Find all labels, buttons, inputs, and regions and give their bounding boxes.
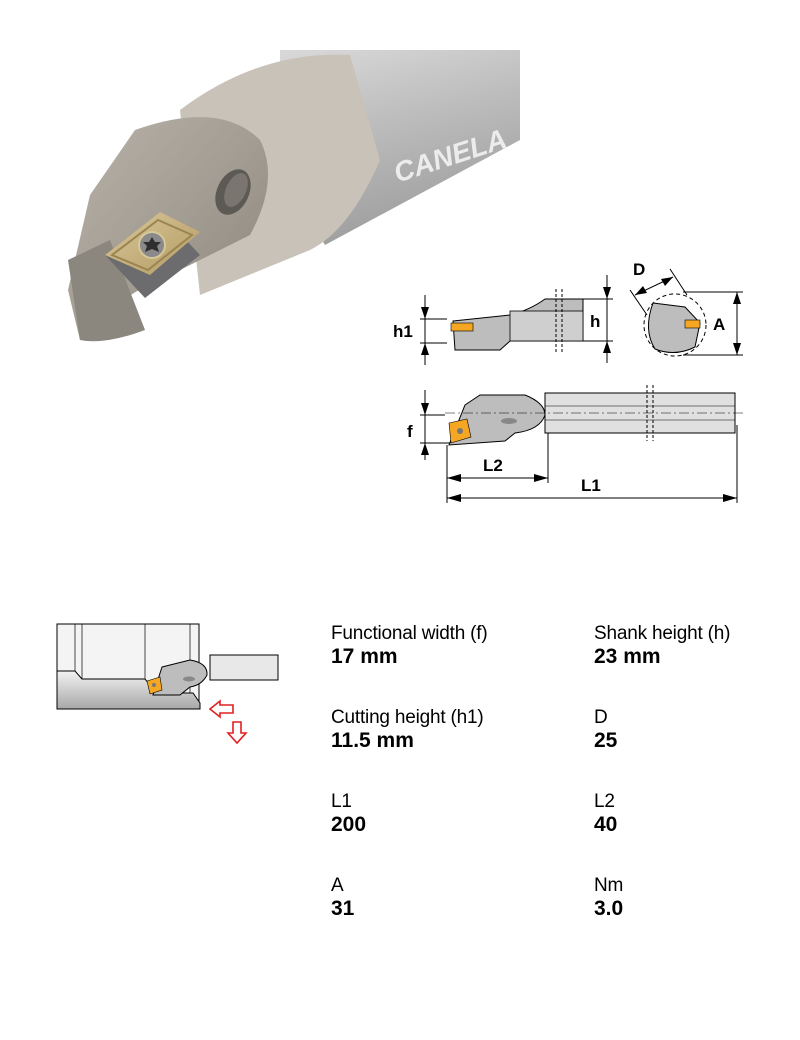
spec-label: Nm xyxy=(594,875,624,896)
spec-cutting-height: Cutting height (h1) 11.5 mm xyxy=(331,707,484,753)
label-l2: L2 xyxy=(483,456,503,475)
spec-value: 11.5 mm xyxy=(331,729,414,752)
spec-label: Cutting height (h1) xyxy=(331,707,484,728)
dimension-diagram: h1 h D A f L2 L1 xyxy=(385,255,755,515)
label-h1: h1 xyxy=(393,322,413,341)
spec-l2: L2 40 xyxy=(594,791,617,837)
label-d: D xyxy=(633,260,645,279)
spec-functional-width: Functional width (f) 17 mm xyxy=(331,623,488,669)
spec-d: D 25 xyxy=(594,707,617,753)
spec-value: 25 xyxy=(594,729,618,752)
spec-a: A 31 xyxy=(331,875,354,921)
spec-value: 200 xyxy=(331,813,367,836)
spec-value: 31 xyxy=(331,897,355,920)
spec-l1: L1 200 xyxy=(331,791,366,837)
spec-label: Shank height (h) xyxy=(594,623,731,644)
spec-shank-height: Shank height (h) 23 mm xyxy=(594,623,730,669)
application-diagram xyxy=(50,615,290,755)
label-f: f xyxy=(407,422,413,441)
spec-nm: Nm 3.0 xyxy=(594,875,623,921)
feed-down-arrow-icon xyxy=(226,721,248,745)
spec-value: 17 mm xyxy=(331,645,398,668)
spec-value: 40 xyxy=(594,813,618,836)
spec-label: A xyxy=(331,875,344,896)
feed-left-arrow-icon xyxy=(208,699,234,719)
spec-label: L2 xyxy=(594,791,615,812)
product-photo: CANELA xyxy=(50,50,520,360)
label-l1: L1 xyxy=(581,476,601,495)
spec-label: D xyxy=(594,707,608,728)
spec-label: Functional width (f) xyxy=(331,623,488,644)
spec-value: 23 mm xyxy=(594,645,661,668)
spec-label: L1 xyxy=(331,791,352,812)
label-h: h xyxy=(590,312,600,331)
label-a: A xyxy=(713,315,725,334)
spec-value: 3.0 xyxy=(594,897,624,920)
